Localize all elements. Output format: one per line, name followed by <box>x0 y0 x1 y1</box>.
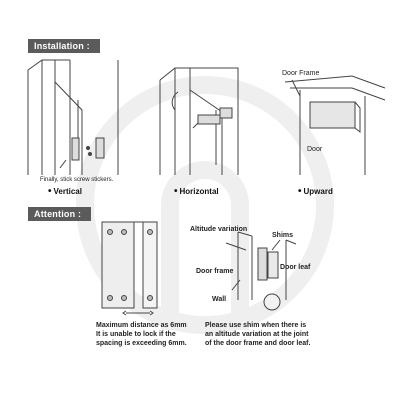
vertical-install-drawing <box>27 59 119 175</box>
watermark-logo <box>76 76 334 334</box>
wall-label: Wall <box>212 296 227 303</box>
upward-door-label: Door <box>307 146 323 153</box>
vertical-note: Finally, stick screw stickers. <box>40 177 114 183</box>
horizontal-install-drawing <box>159 67 239 175</box>
bullet-icon: • <box>298 186 302 197</box>
shims-label: Shims <box>272 232 294 239</box>
attention-spacing-drawing <box>101 221 158 316</box>
attention-shim-line1: Please use shim when there is <box>205 322 307 329</box>
section-attention-tab: Attention : <box>28 207 92 221</box>
altitude-variation-label: Altitude variation <box>190 226 248 233</box>
vertical-caption: •Vertical <box>48 186 82 197</box>
bullet-icon: • <box>48 186 52 197</box>
upward-install-drawing <box>284 75 386 175</box>
door-frame-label: Door frame <box>196 268 234 275</box>
upward-caption-text: Upward <box>303 187 333 196</box>
attention-max-distance: Maximum distance as 6mm <box>96 322 187 329</box>
horizontal-caption: •Horizontal <box>174 186 219 197</box>
attention-shim-line2: an altitude variation at the joint <box>205 331 309 338</box>
vertical-caption-text: Vertical <box>53 187 82 196</box>
upward-caption: •Upward <box>298 186 333 197</box>
door-leaf-label: Door leaf <box>280 264 311 271</box>
attention-unable-lock: It is unable to lock if the <box>96 331 176 338</box>
bullet-icon: • <box>174 186 178 197</box>
section-installation-tab: Installation : <box>28 39 100 53</box>
horizontal-caption-text: Horizontal <box>179 187 219 196</box>
upward-door-frame-label: Door Frame <box>282 70 320 77</box>
attention-spacing-exceed: spacing is exceeding 6mm. <box>96 340 187 347</box>
attention-shim-line3: of the door frame and door leaf. <box>205 340 311 347</box>
attention-shims-drawing <box>225 231 297 311</box>
